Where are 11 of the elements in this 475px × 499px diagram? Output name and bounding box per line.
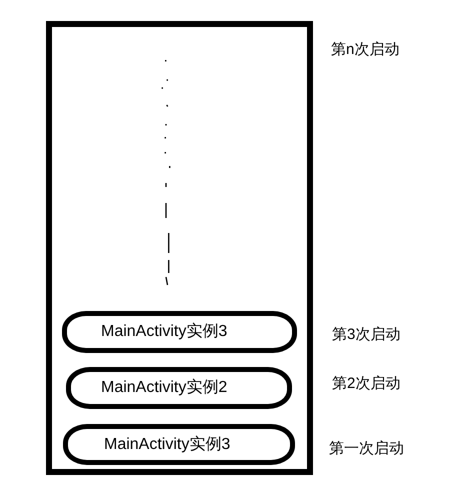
launch-count-label: 第一次启动 [329, 440, 404, 458]
launch-count-label: 第n次启动 [331, 41, 400, 59]
launch-count-label: 第2次启动 [332, 375, 400, 393]
instance-label: MainActivity实例2 [101, 378, 228, 398]
instance-pill [66, 367, 292, 409]
instance-pill [62, 311, 297, 353]
instance-label: MainActivity实例3 [101, 322, 228, 342]
instance-pill [63, 424, 295, 465]
stack-frame [46, 21, 313, 475]
launch-count-label: 第3次启动 [332, 326, 400, 344]
instance-label: MainActivity实例3 [104, 434, 230, 454]
